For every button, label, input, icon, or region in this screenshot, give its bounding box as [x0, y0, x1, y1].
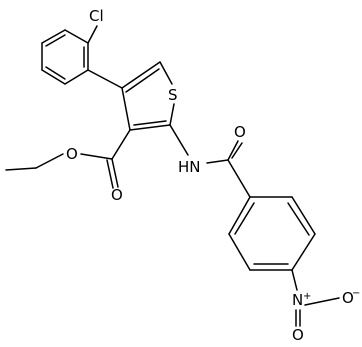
aryl-thiophene-bond	[87, 69, 123, 89]
c-cl-bond	[87, 25, 98, 44]
thiophene-ring	[121, 61, 175, 131]
amide-linkage	[169, 124, 251, 198]
nitro-nitrogen-label: N	[292, 291, 303, 309]
nitrophenyl-ring	[228, 196, 316, 271]
nitro-oxygen-bottom-label: O	[292, 326, 304, 344]
nitro-group	[291, 269, 340, 327]
nitro-oxygen-top-label: O	[342, 289, 354, 307]
chlorophenyl-ring	[41, 29, 89, 85]
ester-ether-oxygen-label: O	[66, 145, 78, 163]
ester-carbonyl-oxygen-label: O	[111, 186, 123, 204]
nitro-nitrogen-charge: +	[303, 291, 311, 302]
amide-nh-label: HN	[178, 158, 201, 176]
ethyl-ester	[5, 129, 131, 189]
sulfur-label: S	[168, 86, 178, 104]
nitro-oxygen-charge: −	[352, 288, 360, 299]
amide-oxygen-label: O	[234, 123, 246, 141]
chlorine-label: Cl	[89, 7, 104, 25]
